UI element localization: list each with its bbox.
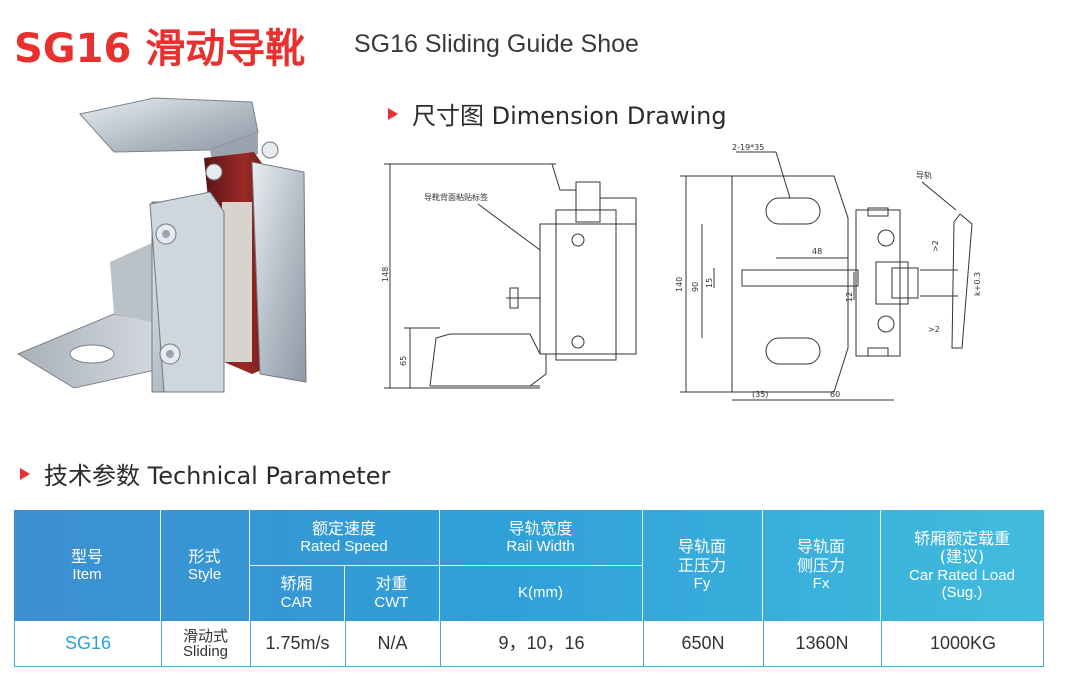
section-technical-label: 技术参数 Technical Parameter [44, 462, 391, 490]
section-dimension-heading: 尺寸图 Dimension Drawing [388, 96, 727, 131]
header-car: 轿厢 CAR [280, 574, 313, 611]
header-rated-speed: 额定速度 Rated Speed [300, 518, 388, 556]
dimension-drawing-side: 导靴背面粘贴标签 148 65 [380, 150, 650, 400]
dim-gt2-top: >2 [931, 240, 940, 252]
dim-65: 65 [399, 356, 408, 366]
dim-holes: 2-19*35 [732, 143, 764, 152]
cell-fx: 1360N [795, 633, 849, 654]
triangle-bullet-icon [388, 107, 398, 120]
dim-35: (35) [752, 390, 768, 399]
dim-148: 148 [381, 267, 390, 282]
cell-rail-width: 9，10，16 [498, 633, 585, 654]
cell-cwt-speed: N/A [377, 633, 408, 654]
cell-fy: 650N [681, 633, 725, 654]
label-backing: 导靴背面粘贴标签 [424, 192, 488, 202]
triangle-bullet-icon [20, 467, 30, 480]
product-image [14, 92, 314, 402]
header-cwt: 对重 CWT [374, 574, 409, 611]
header-style: 形式 Style [187, 546, 222, 584]
dim-48: 48 [812, 247, 822, 256]
table-row: SG16 滑动式 Sliding 1.75m/s N/A 9，10，16 650… [14, 621, 1044, 667]
dimension-drawing-front: 2-19*35 导轨 140 90 15 48 12 >2 >2 k+0.3 (… [672, 138, 992, 410]
cell-car-speed: 1.75m/s [265, 633, 330, 654]
section-technical-heading: 技术参数 Technical Parameter [20, 456, 390, 491]
header-fy: 导轨面 正压力 Fy [677, 537, 726, 593]
dim-15: 15 [705, 278, 714, 288]
table-header: 型号 Item 形式 Style 额定速度 Rated Speed 轿厢 CAR… [14, 510, 1044, 621]
parameter-table: 型号 Item 形式 Style 额定速度 Rated Speed 轿厢 CAR… [14, 510, 1044, 667]
header-rail-width: 导轨宽度 Rail Width [506, 518, 575, 556]
cell-style: 滑动式 Sliding [182, 626, 229, 660]
dim-12: 12 [845, 292, 854, 302]
cell-load: 1000KG [929, 633, 997, 654]
page-subtitle: SG16 Sliding Guide Shoe [354, 30, 639, 58]
header-load: 轿厢额定载重 (建议) Car Rated Load (Sug.) [909, 528, 1015, 601]
dim-k: k+0.3 [973, 272, 982, 296]
dim-90: 90 [691, 282, 700, 292]
dim-gt2-bottom: >2 [928, 325, 940, 334]
label-rail: 导轨 [916, 170, 932, 180]
section-dimension-label: 尺寸图 Dimension Drawing [412, 102, 727, 130]
dim-60: 60 [830, 390, 840, 399]
header-item: 型号 Item [70, 546, 103, 584]
header-kmm: K(mm) [518, 584, 563, 602]
page-title: SG16 滑动导靴 [14, 26, 306, 72]
header-fx: 导轨面 侧压力 Fx [796, 537, 845, 593]
dim-140: 140 [675, 277, 684, 292]
cell-item: SG16 [64, 633, 112, 654]
